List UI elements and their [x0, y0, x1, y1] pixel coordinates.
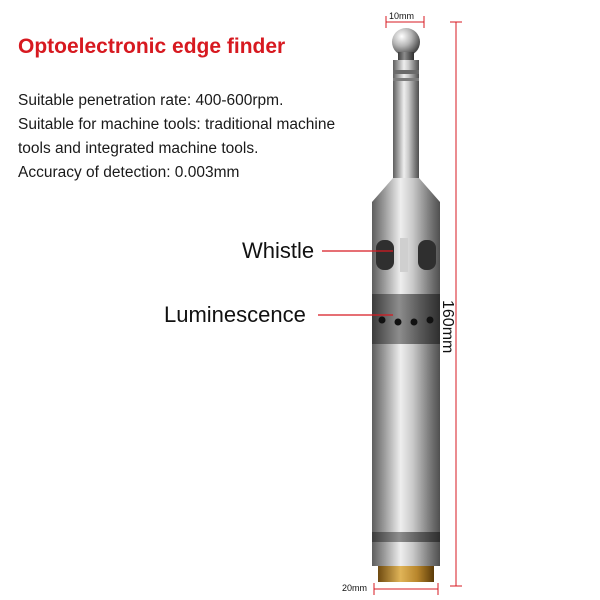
spec-line-accuracy: Accuracy of detection: 0.003mm: [18, 164, 240, 181]
probe-ball: [392, 28, 420, 56]
shaft-taper: [372, 178, 440, 202]
spec-line-machine-tools: Suitable for machine tools: traditional …: [18, 116, 336, 133]
body-lower: [372, 344, 440, 532]
probe-neck: [398, 52, 414, 62]
spec-list: Suitable penetration rate: 400-600rpm. S…: [18, 89, 335, 185]
upper-shaft: [393, 60, 419, 178]
product-title: Optoelectronic edge finder: [18, 35, 286, 58]
whistle-label: Whistle: [242, 238, 315, 263]
luminescence-label: Luminescence: [164, 302, 306, 327]
bottom-groove: [372, 532, 440, 542]
length-label: 160mm: [439, 300, 456, 354]
whistle-slot: [376, 240, 394, 270]
bottom-width-label: 20mm: [342, 583, 368, 593]
spec-line-machine-tools-cont: tools and integrated machine tools.: [18, 140, 259, 157]
brass-tip: [378, 566, 434, 582]
top-width-label: 10mm: [389, 11, 415, 21]
spec-line-speed: Suitable penetration rate: 400-600rpm.: [18, 92, 284, 109]
